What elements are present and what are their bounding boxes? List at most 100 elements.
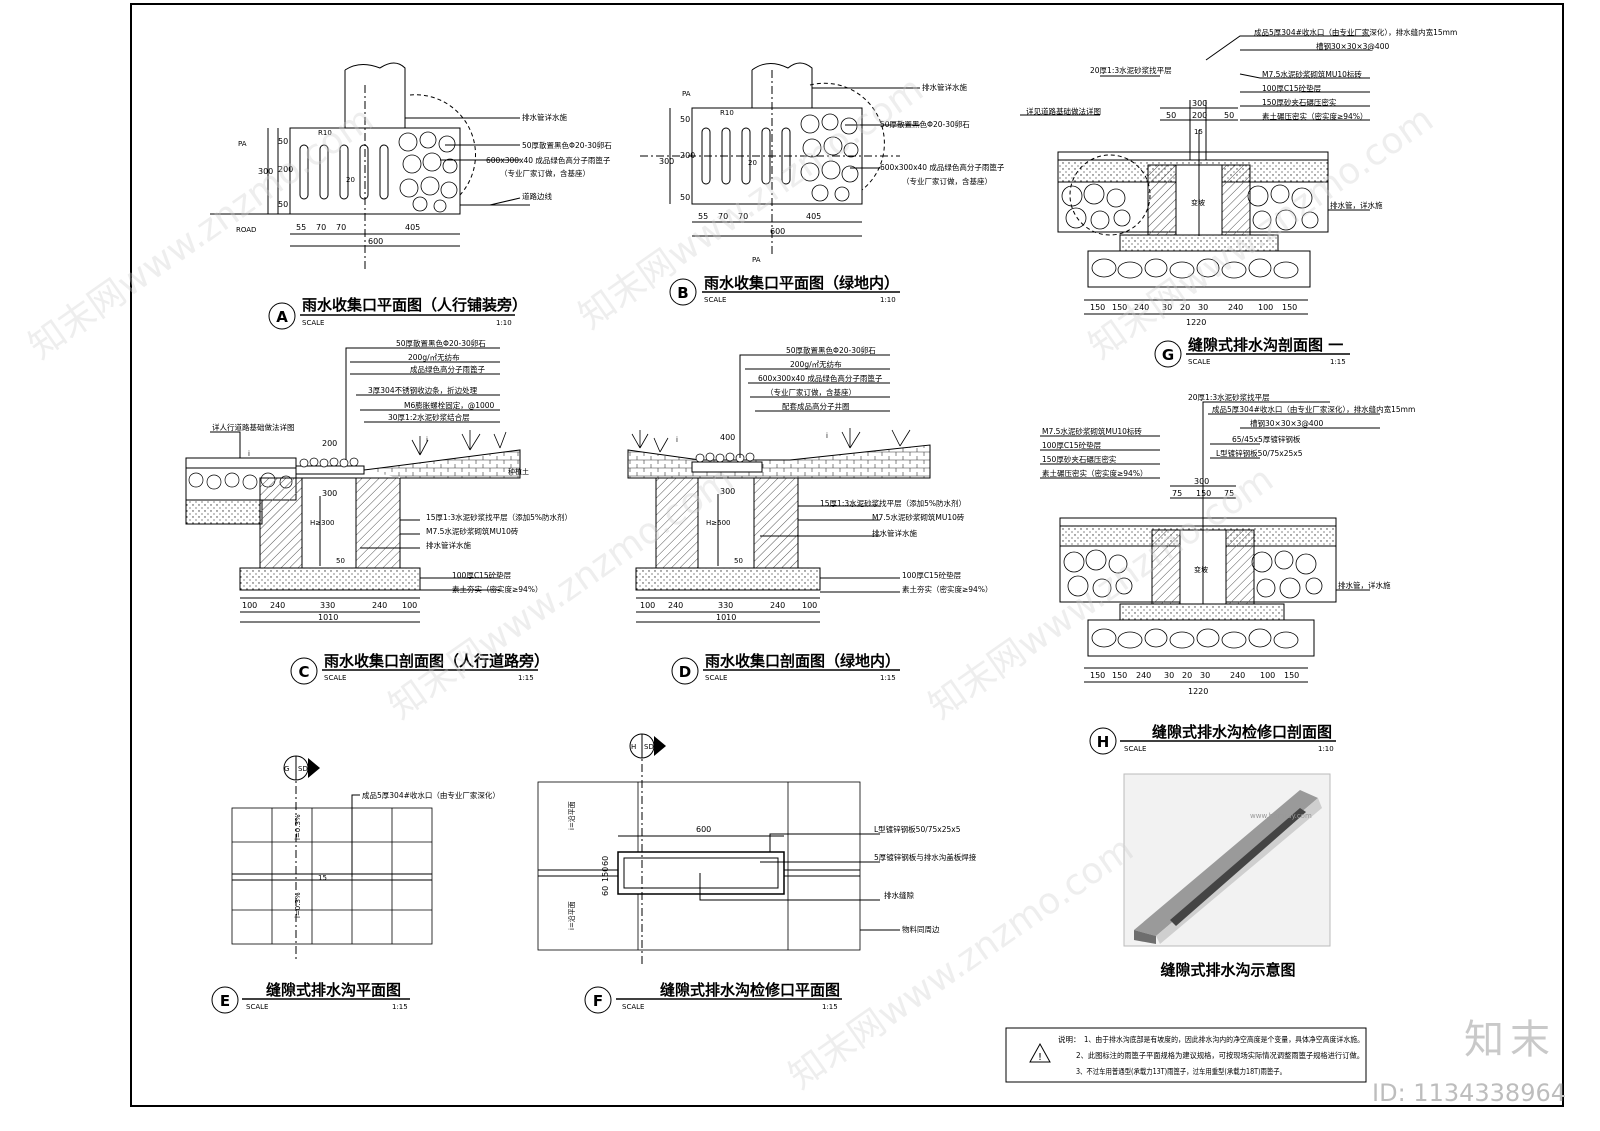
drawing-F: H SD i=沿平面 i=沿平面 600 60 150 60 L型镀锌钢板50/… bbox=[537, 733, 977, 1014]
scale-word-A: SCALE bbox=[302, 319, 324, 327]
scale-C: 1:15 bbox=[518, 674, 534, 682]
notes-item-3: 3、不过车用普通型(承载力13T)雨篦子，过车用重型(承载力18T)雨篦子。 bbox=[1076, 1066, 1286, 1076]
detail-letter-D: D bbox=[679, 663, 691, 681]
title-E: 缝隙式排水沟平面图 bbox=[266, 981, 401, 999]
dim-A-4: 300 bbox=[258, 167, 273, 176]
label-C-i2: i bbox=[426, 436, 428, 444]
notes-lead: 说明： bbox=[1058, 1034, 1081, 1044]
scale-D: 1:15 bbox=[880, 674, 896, 682]
title-D: 雨水收集口剖面图（绿地内） bbox=[705, 652, 900, 670]
label-F-sd: SD bbox=[644, 743, 654, 751]
leaders-F bbox=[699, 833, 900, 931]
dim-B-5: 55 bbox=[698, 212, 708, 221]
drawing-D: 400 300 100 240 330 240 100 1010 H≥600 5… bbox=[627, 345, 992, 685]
dim-D-2: 300 bbox=[720, 487, 735, 496]
scale-word-D: SCALE bbox=[705, 674, 727, 682]
note-C-3: 成品绿色高分子雨篦子 bbox=[410, 364, 485, 374]
dim-A-9: 600 bbox=[368, 237, 383, 246]
pebbles-B bbox=[800, 113, 859, 202]
svg-text:!: ! bbox=[1038, 1052, 1042, 1063]
note-A-4: （专业厂家订做，含基座） bbox=[500, 168, 590, 178]
leaders-B bbox=[812, 87, 920, 169]
label-E-slope2: i=0.3% bbox=[294, 892, 302, 918]
photo-watermark: www.homray.com bbox=[1250, 812, 1312, 820]
note-D-1: 50厚散置黑色Φ20-30卵石 bbox=[786, 345, 876, 355]
drawing-G: 300 50 200 50 150 150 240 30 20 30 240 1… bbox=[1020, 27, 1457, 368]
dim-H-8: 30 bbox=[1164, 671, 1174, 680]
dim-C-5: 330 bbox=[320, 601, 335, 610]
watermark-1: 知末网www.znzmo.com bbox=[22, 99, 381, 368]
dim-C-4: 240 bbox=[270, 601, 285, 610]
dim-G-12: 100 bbox=[1258, 303, 1273, 312]
drawing-A: 50 200 50 300 55 70 70 405 600 PA ROAD R… bbox=[210, 62, 612, 330]
dim-D-8: 1010 bbox=[716, 613, 736, 622]
dim-G-8: 30 bbox=[1162, 303, 1172, 312]
dim-G-1: 300 bbox=[1192, 99, 1207, 108]
dim-G-7: 240 bbox=[1134, 303, 1149, 312]
label-B-pa-bottom: PA bbox=[752, 256, 761, 264]
title-A: 雨水收集口平面图（人行铺装旁） bbox=[302, 296, 527, 314]
detail-letter-C: C bbox=[298, 663, 309, 681]
note-C-5: M6膨胀螺栓固定，@1000 bbox=[404, 400, 495, 410]
note-H-10: 排水管，详水施 bbox=[1338, 580, 1391, 590]
label-A-road: ROAD bbox=[236, 226, 256, 234]
scale-H: 1:10 bbox=[1318, 745, 1334, 753]
dim-H-4: 75 bbox=[1224, 489, 1234, 498]
drawing-C: 200 300 100 240 330 240 100 1010 H≥300 5… bbox=[185, 338, 572, 685]
note-F-1: L型镀锌钢板50/75x25x5 bbox=[874, 824, 961, 834]
dim-G-4: 50 bbox=[1224, 111, 1234, 120]
label-B-r10: R10 bbox=[720, 109, 734, 117]
note-C-4: 3厚304不锈钢收边条，折边处理 bbox=[368, 385, 478, 395]
note-C-6: 30厚1:2水泥砂浆结合层 bbox=[388, 412, 470, 422]
note-C-8: 15厚1:3水泥砂浆找平层（添加5%防水剂） bbox=[426, 512, 572, 522]
label-G-15: 15 bbox=[1194, 128, 1203, 136]
dim-C-3: 100 bbox=[242, 601, 257, 610]
dim-G-13: 150 bbox=[1282, 303, 1297, 312]
dim-H-10: 30 bbox=[1200, 671, 1210, 680]
note-B-2: 50厚散置黑色Φ20-30卵石 bbox=[880, 119, 970, 129]
note-F-3: 排水缝隙 bbox=[884, 890, 914, 900]
dim-B-2: 200 bbox=[680, 151, 695, 160]
brand-watermark: 知末 bbox=[1464, 1017, 1556, 1063]
dim-H-9: 20 bbox=[1182, 671, 1192, 680]
dim-G-11: 240 bbox=[1228, 303, 1243, 312]
dim-C-2: 300 bbox=[322, 489, 337, 498]
dim-H-12: 100 bbox=[1260, 671, 1275, 680]
note-B-3: 600x300x40 成品绿色高分子雨篦子 bbox=[880, 162, 1005, 172]
brand-id-watermark: ID: 1134338964 bbox=[1372, 1079, 1566, 1107]
label-A-20: 20 bbox=[346, 176, 355, 184]
note-H-7: 素土碾压密实（密实度≥94%） bbox=[1042, 468, 1147, 478]
dim-D-6: 240 bbox=[770, 601, 785, 610]
scale-F: 1:15 bbox=[822, 1003, 838, 1011]
pebbles-A bbox=[398, 131, 458, 213]
label-A-pa: PA bbox=[238, 140, 247, 148]
watermark-2: 知末网www.znzmo.com bbox=[382, 459, 741, 728]
dim-D-3: 100 bbox=[640, 601, 655, 610]
scale-word-F: SCALE bbox=[622, 1003, 644, 1011]
pebbles-C bbox=[299, 457, 359, 468]
note-H-9: L型镀锌钢板50/75x25x5 bbox=[1216, 448, 1303, 458]
leaders-G bbox=[1020, 35, 1370, 211]
label-E-sd: SD bbox=[298, 765, 308, 773]
label-B-pa-top: PA bbox=[682, 90, 691, 98]
scale-B: 1:10 bbox=[880, 296, 896, 304]
label-A-r10: R10 bbox=[318, 129, 332, 137]
detail-letter-H: H bbox=[1097, 733, 1110, 751]
dim-D-4: 240 bbox=[668, 601, 683, 610]
note-D-7: M7.5水泥砂浆砌筑MU10砖 bbox=[872, 512, 965, 522]
note-C-2: 200g/㎡无纺布 bbox=[408, 352, 460, 362]
dim-B-1: 50 bbox=[680, 115, 690, 124]
label-D-i2: i bbox=[826, 432, 828, 440]
note-H-2: 成品5厚304#收水口（由专业厂家深化），排水缝内宽15mm bbox=[1212, 404, 1415, 414]
drawing-H: 300 75 150 75 150 150 240 30 20 30 240 1… bbox=[1040, 392, 1415, 755]
note-G-5: 100厚C15砼垫层 bbox=[1262, 83, 1322, 93]
dim-F-4: 60 bbox=[601, 886, 610, 896]
detail-letter-G: G bbox=[1162, 346, 1174, 364]
dim-D-1: 400 bbox=[720, 433, 735, 442]
label-E-15: 15 bbox=[318, 874, 327, 882]
note-G-6: 150厚砂夹石碾压密实 bbox=[1262, 97, 1337, 107]
detail-letter-B: B bbox=[677, 284, 688, 302]
note-B-1: 排水管详水施 bbox=[922, 82, 967, 92]
watermark-6: 知末网www.znzmo.com bbox=[1082, 99, 1441, 368]
